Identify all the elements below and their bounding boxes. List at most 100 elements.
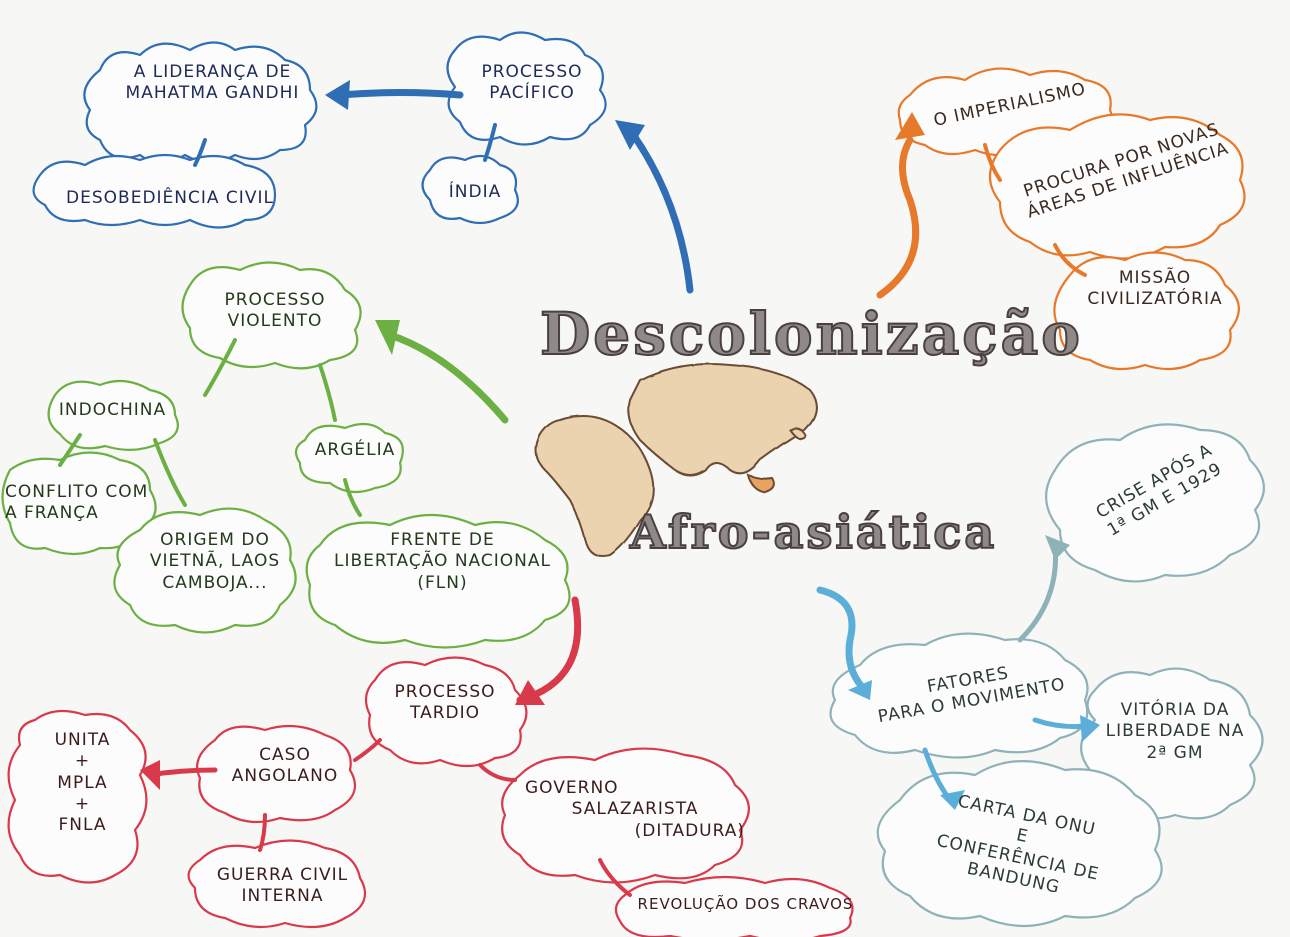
cloud-india <box>421 154 519 225</box>
arrow-tardio-to-caso <box>353 738 382 762</box>
node-indochina: Indochina <box>58 400 167 420</box>
title-line-1: Descolonização <box>539 299 1083 369</box>
cloud-indochina <box>47 379 179 451</box>
node-revolucao: Revolução dos cravos <box>637 895 854 913</box>
node-unita-line1: Unita <box>54 730 111 750</box>
node-vitoria-line2: liberdade na <box>1105 721 1245 742</box>
cloud-salazarista <box>501 747 750 884</box>
arrow-pacifico-to-gandhi <box>336 89 464 99</box>
node-processo-tardio: Processo tardio <box>380 682 510 725</box>
orange-cloud-shapes <box>897 67 1246 371</box>
cloud-missao <box>1053 251 1240 371</box>
cloud-unita <box>7 709 148 884</box>
cloud-procura <box>988 113 1246 260</box>
node-origem: Origem do Vietnã, Laos Camboja... <box>140 530 290 594</box>
cloud-argelia <box>294 422 404 494</box>
arrow-tardio-to-salazarista <box>478 763 517 782</box>
node-violento-line1: Processo <box>224 290 326 310</box>
arrow-argelia-to-fln <box>343 478 362 517</box>
title-line-2: Afro-asiática <box>629 504 998 560</box>
arrow-salazarista-to-revolucao <box>598 858 632 897</box>
node-unita: Unita + MPLA + FNLA <box>35 730 130 836</box>
node-fln-line1: Frente de <box>390 530 495 550</box>
node-unita-line4: + <box>74 793 91 814</box>
node-argelia: Argélia <box>314 440 396 460</box>
node-desobediencia: Desobediência civil <box>66 188 274 208</box>
node-missao-line1: Missão <box>1118 268 1192 288</box>
node-salazarista-line3: (ditadura) <box>634 820 745 841</box>
cloud-revolucao <box>614 875 854 937</box>
afro-asia-map-illustration <box>535 363 818 557</box>
node-fln-line3: (FLN) <box>417 572 468 593</box>
cloud-gandhi <box>83 41 318 164</box>
node-origem-line3: Camboja... <box>162 572 268 593</box>
arrow-caso-to-guerra <box>258 813 267 852</box>
cloud-tardio <box>364 656 528 768</box>
node-lideranca-line2: Mahatma Gandhi <box>125 83 300 104</box>
arrow-indochina-to-conflito <box>58 433 82 467</box>
node-salazarista-line1: Governo <box>525 778 619 798</box>
arrow-center-to-imperialismo <box>876 136 920 299</box>
arrow-procura-to-missao <box>1053 243 1087 277</box>
node-caso-line2: Angolano <box>231 766 339 787</box>
node-salazarista-line2: salazarista <box>571 799 699 820</box>
node-unita-line5: FNLA <box>58 815 107 835</box>
node-fln: Frente de libertação nacional (FLN) <box>320 530 565 594</box>
node-lideranca-line1: A liderança de <box>133 62 292 82</box>
arrow-heads <box>140 80 1100 810</box>
node-caso-angolano: Caso Angolano <box>215 745 355 788</box>
node-violento-line2: violento <box>227 311 323 332</box>
cloud-crise <box>1045 423 1265 583</box>
node-vitoria-line1: Vitória da <box>1120 700 1230 720</box>
node-conflito-line2: a França <box>5 503 99 524</box>
cloud-guerra <box>187 839 367 929</box>
node-governo-salazarista: Governo salazarista (ditadura) <box>525 778 745 842</box>
arrow-center-to-pacifico <box>626 126 694 294</box>
node-origem-line2: Vietnã, Laos <box>149 551 281 572</box>
node-guerra-line1: Guerra civil <box>216 865 349 885</box>
arrow-imperialismo-to-procura <box>983 143 1002 182</box>
arrow-center-to-violento <box>386 331 509 424</box>
node-india: Índia <box>448 182 502 202</box>
teal-cloud-shapes <box>829 423 1265 928</box>
arrow-gandhi-to-desobediencia <box>193 138 207 167</box>
node-vitoria-line3: 2ª GM <box>1146 742 1204 763</box>
node-guerra-civil: Guerra civil interna <box>205 865 360 908</box>
node-pacifico-line2: Pacífico <box>489 83 575 104</box>
cloud-pacifico <box>446 31 607 146</box>
cloud-violento <box>181 261 362 370</box>
cloud-origem <box>113 507 297 634</box>
cloud-fln <box>305 513 571 649</box>
arrow-violento-to-indochina <box>203 338 237 397</box>
blue-cloud-shapes <box>32 31 607 229</box>
red-cloud-shapes <box>7 656 854 937</box>
cloud-fatores <box>829 632 1089 759</box>
node-fln-line2: libertação nacional <box>334 551 551 572</box>
arrow-pacifico-to-india <box>483 123 497 162</box>
node-unita-line3: MPLA <box>57 772 108 793</box>
node-guerra-line2: interna <box>241 886 324 907</box>
node-conflito-line1: Conflito com <box>5 482 149 502</box>
node-tardio-line1: Processo <box>394 682 496 702</box>
node-caso-line1: Caso <box>259 745 311 765</box>
node-processo-pacifico: Processo Pacífico <box>462 62 602 105</box>
arrow-indochina-to-origem <box>153 438 187 507</box>
node-missao: Missão civilizatória <box>1075 268 1235 311</box>
node-missao-line2: civilizatória <box>1087 289 1223 310</box>
node-processo-violento: Processo violento <box>200 290 350 333</box>
node-conflito-franca: Conflito com a França <box>5 482 155 525</box>
node-unita-line2: + <box>74 751 91 772</box>
node-pacifico-line1: Processo <box>481 62 583 82</box>
node-tardio-line2: tardio <box>410 703 480 724</box>
cloud-vitoria <box>1080 667 1264 820</box>
arrow-center-to-fatores <box>816 586 869 694</box>
cloud-caso <box>196 724 357 824</box>
green-cloud-shapes <box>1 261 571 649</box>
cloud-desobediencia <box>32 153 277 229</box>
node-lideranca-gandhi: A liderança de Mahatma Gandhi <box>105 62 320 105</box>
arrow-violento-to-argelia <box>318 363 337 422</box>
node-vitoria: Vitória da liberdade na 2ª GM <box>1100 700 1250 764</box>
arrow-fatores-to-crise <box>1017 542 1059 643</box>
node-origem-line1: Origem do <box>160 530 270 550</box>
